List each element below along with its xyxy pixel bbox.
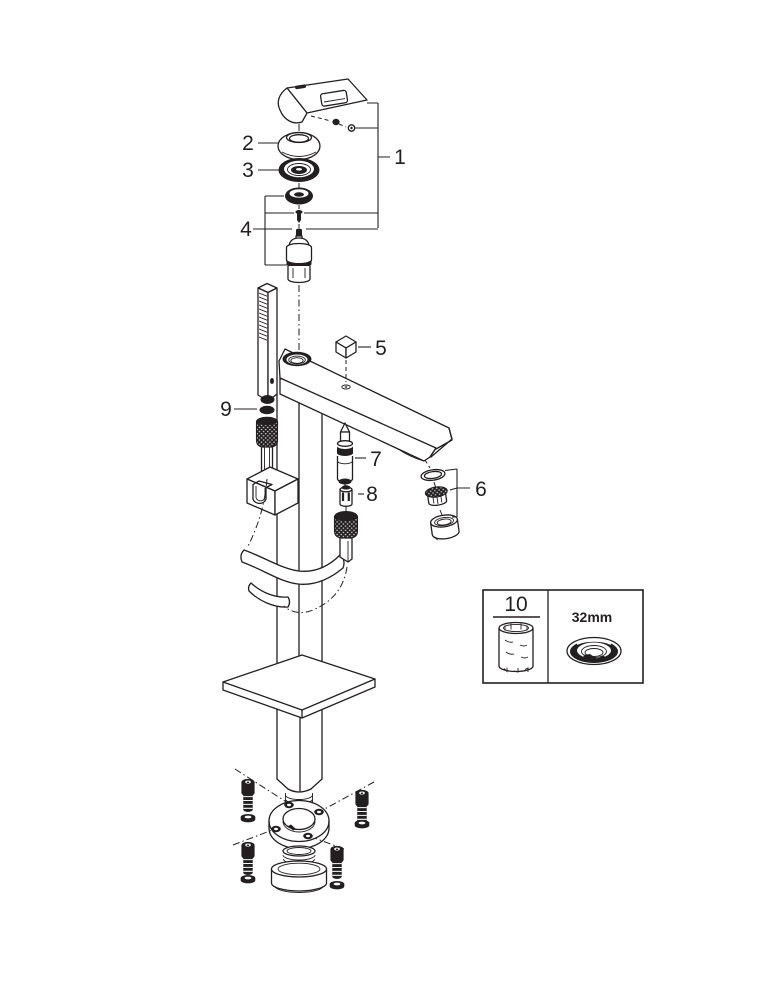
bolt-washer bbox=[240, 875, 256, 884]
inset-size-label: 32mm bbox=[572, 609, 612, 625]
shower-o-ring bbox=[259, 405, 275, 415]
check-valve bbox=[336, 422, 354, 485]
callout-1-bracket bbox=[304, 102, 390, 230]
floor-socket bbox=[270, 845, 328, 893]
callout-6-label: 6 bbox=[475, 478, 487, 501]
shower-holder bbox=[246, 466, 299, 516]
flange-bolt bbox=[354, 789, 370, 824]
flange-bolt bbox=[240, 841, 256, 876]
hand-shower bbox=[257, 282, 278, 404]
flange-bolt bbox=[240, 778, 256, 813]
callout-4-label: 4 bbox=[240, 218, 252, 241]
aerator-seal bbox=[420, 468, 446, 482]
flow-adapter bbox=[339, 485, 353, 507]
fixing-screw bbox=[295, 210, 303, 223]
callout-6-bracket bbox=[444, 468, 470, 518]
inset-part-number: 10 bbox=[504, 593, 527, 616]
cartridge-opening bbox=[282, 351, 312, 367]
plug-cube bbox=[335, 335, 357, 382]
callout-4-bracket bbox=[253, 195, 294, 266]
aerator-assembly bbox=[420, 459, 470, 541]
bolt-washer bbox=[354, 820, 370, 829]
hose-connector bbox=[333, 511, 359, 563]
set-screw-hole bbox=[341, 384, 351, 390]
callout-5-label: 5 bbox=[375, 337, 387, 360]
handle-lever bbox=[277, 78, 368, 132]
handle-screw bbox=[332, 118, 340, 126]
callout-7-label: 7 bbox=[370, 448, 382, 471]
callout-8-label: 8 bbox=[366, 483, 378, 506]
mounting-flange bbox=[268, 799, 330, 850]
column-lower bbox=[276, 708, 323, 815]
spout-front-face bbox=[279, 377, 437, 462]
inset-seal-drawing bbox=[566, 636, 622, 666]
flange-bolt-holes bbox=[271, 801, 324, 840]
mounting-ring bbox=[278, 158, 320, 182]
base-plate bbox=[222, 654, 376, 719]
bolt-washer bbox=[240, 814, 256, 823]
flange-bolt bbox=[329, 845, 345, 880]
cartridge bbox=[285, 228, 313, 284]
aerator-housing bbox=[429, 514, 460, 541]
spout-column-body bbox=[276, 348, 453, 664]
mounting-flange-group bbox=[232, 768, 375, 890]
inset-tool-drawing bbox=[498, 621, 534, 673]
cap-dome bbox=[285, 187, 313, 205]
inset-box: 10 32mm bbox=[482, 589, 644, 684]
callout-3-label: 3 bbox=[242, 159, 254, 182]
callout-1-label: 1 bbox=[394, 146, 406, 169]
callout-9-label: 9 bbox=[220, 398, 232, 421]
bolt-washer bbox=[329, 881, 345, 890]
escutcheon-collar bbox=[277, 131, 321, 161]
shower-hose bbox=[240, 478, 348, 614]
callout-2-label: 2 bbox=[242, 132, 254, 155]
hose-nut bbox=[255, 416, 279, 448]
aerator-insert bbox=[424, 486, 448, 506]
